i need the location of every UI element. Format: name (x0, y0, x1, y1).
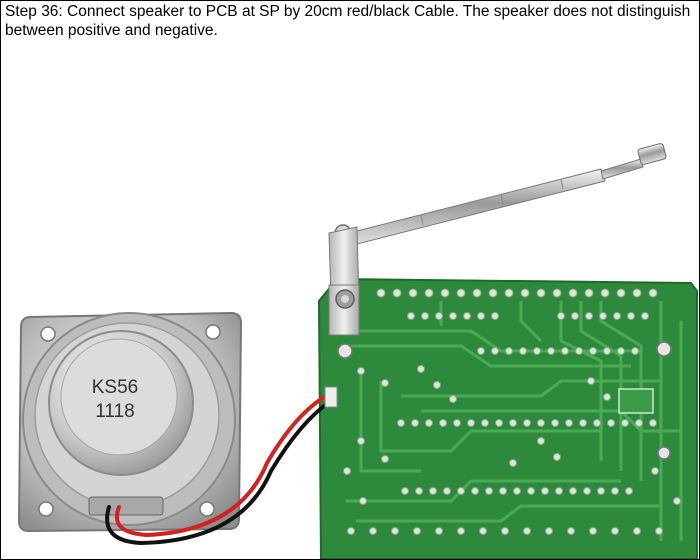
pad-scatter (343, 365, 681, 505)
red-black-cable (105, 386, 338, 546)
pad-row-bottom (347, 527, 663, 535)
pad-row-lower (401, 487, 633, 495)
pad-row-mid (397, 419, 657, 427)
speaker-model-label: KS56 (92, 377, 138, 398)
telescopic-antenna (328, 143, 667, 336)
step-caption: Step 36: Connect speaker to PCB at SP by… (5, 3, 691, 39)
speaker-date-label: 1118 (95, 401, 134, 422)
speaker: KS56 1118 (17, 311, 243, 533)
pad-row-top (376, 288, 658, 298)
pad-row-ic (477, 347, 639, 355)
pad-row-2 (407, 312, 649, 320)
speaker-terminal (88, 496, 164, 516)
pcb-board (317, 277, 698, 559)
